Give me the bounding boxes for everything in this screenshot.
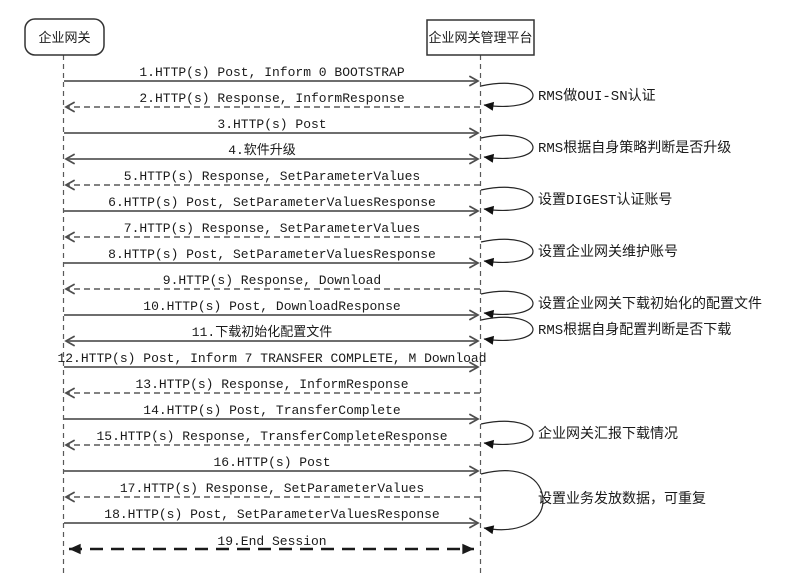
message-3-label: 3.HTTP(s) Post — [217, 117, 326, 132]
message-4: 4.软件升级 — [64, 143, 480, 165]
actor-platform: 企业网关管理平台 — [426, 19, 535, 56]
annotation-2: RMS根据自身策略判断是否升级 — [480, 134, 731, 163]
annotation-5: 设置企业网关下载初始化的配置文件 — [480, 290, 762, 319]
message-12: 12.HTTP(s) Post, Inform 7 TRANSFER COMPL… — [57, 351, 487, 373]
message-17: 17.HTTP(s) Response, SetParameterValues — [64, 481, 480, 503]
actor-gateway-label: 企业网关 — [38, 30, 90, 46]
annotation-3-label: 设置DIGEST认证账号 — [538, 192, 672, 209]
message-10-label: 10.HTTP(s) Post, DownloadResponse — [143, 299, 400, 314]
annotation-4: 设置企业网关维护账号 — [480, 238, 678, 267]
annotation-3: 设置DIGEST认证账号 — [480, 186, 672, 215]
message-13: 13.HTTP(s) Response, InformResponse — [64, 377, 480, 399]
actor-gateway: 企业网关 — [24, 18, 105, 56]
message-8: 8.HTTP(s) Post, SetParameterValuesRespon… — [64, 247, 480, 269]
message-1-label: 1.HTTP(s) Post, Inform 0 BOOTSTRAP — [139, 65, 404, 80]
message-16: 16.HTTP(s) Post — [64, 455, 480, 477]
message-2-label: 2.HTTP(s) Response, InformResponse — [139, 91, 404, 106]
message-7-label: 7.HTTP(s) Response, SetParameterValues — [124, 221, 420, 236]
message-11-label: 11.下载初始化配置文件 — [192, 325, 332, 340]
annotation-4-label: 设置企业网关维护账号 — [538, 243, 678, 261]
actor-platform-box — [426, 19, 535, 56]
message-5-label: 5.HTTP(s) Response, SetParameterValues — [124, 169, 420, 184]
message-6: 6.HTTP(s) Post, SetParameterValuesRespon… — [64, 195, 480, 217]
message-18: 18.HTTP(s) Post, SetParameterValuesRespo… — [64, 507, 480, 529]
message-19: 19.End Session — [69, 534, 474, 555]
annotation-7-label: 企业网关汇报下载情况 — [538, 425, 678, 443]
message-12-label: 12.HTTP(s) Post, Inform 7 TRANSFER COMPL… — [57, 351, 486, 366]
message-3: 3.HTTP(s) Post — [64, 117, 480, 139]
message-5: 5.HTTP(s) Response, SetParameterValues — [64, 169, 480, 191]
annotation-1-label: RMS做OUI-SN认证 — [538, 88, 656, 105]
message-2: 2.HTTP(s) Response, InformResponse — [64, 91, 480, 113]
message-8-label: 8.HTTP(s) Post, SetParameterValuesRespon… — [108, 247, 436, 262]
annotation-5-label: 设置企业网关下载初始化的配置文件 — [538, 295, 762, 313]
message-14: 14.HTTP(s) Post, TransferComplete — [64, 403, 480, 425]
message-11: 11.下载初始化配置文件 — [64, 325, 480, 347]
annotation-2-label: RMS根据自身策略判断是否升级 — [538, 139, 731, 157]
actor-platform-label: 企业网关管理平台 — [428, 30, 532, 46]
message-9: 9.HTTP(s) Response, Download — [64, 273, 480, 295]
message-17-label: 17.HTTP(s) Response, SetParameterValues — [120, 481, 424, 496]
annotation-8: 设置业务发放数据，可重复 — [480, 470, 706, 535]
message-13-label: 13.HTTP(s) Response, InformResponse — [135, 377, 408, 392]
annotation-6: RMS根据自身配置判断是否下载 — [480, 316, 731, 345]
annotation-6-label: RMS根据自身配置判断是否下载 — [538, 322, 731, 339]
actor-gateway-box — [24, 18, 105, 56]
annotation-7: 企业网关汇报下载情况 — [480, 420, 678, 449]
message-1: 1.HTTP(s) Post, Inform 0 BOOTSTRAP — [64, 65, 480, 87]
message-7: 7.HTTP(s) Response, SetParameterValues — [64, 221, 480, 243]
message-14-label: 14.HTTP(s) Post, TransferComplete — [143, 403, 400, 418]
message-18-label: 18.HTTP(s) Post, SetParameterValuesRespo… — [104, 507, 439, 522]
message-9-label: 9.HTTP(s) Response, Download — [163, 273, 381, 288]
message-15: 15.HTTP(s) Response, TransferCompleteRes… — [64, 429, 480, 451]
message-15-label: 15.HTTP(s) Response, TransferCompleteRes… — [96, 429, 447, 444]
message-4-label: 4.软件升级 — [228, 143, 296, 158]
annotation-8-label: 设置业务发放数据，可重复 — [538, 490, 706, 508]
message-19-label: 19.End Session — [217, 534, 326, 549]
message-10: 10.HTTP(s) Post, DownloadResponse — [64, 299, 480, 321]
message-6-label: 6.HTTP(s) Post, SetParameterValuesRespon… — [108, 195, 436, 210]
annotation-1: RMS做OUI-SN认证 — [480, 82, 656, 111]
message-16-label: 16.HTTP(s) Post — [213, 455, 330, 470]
